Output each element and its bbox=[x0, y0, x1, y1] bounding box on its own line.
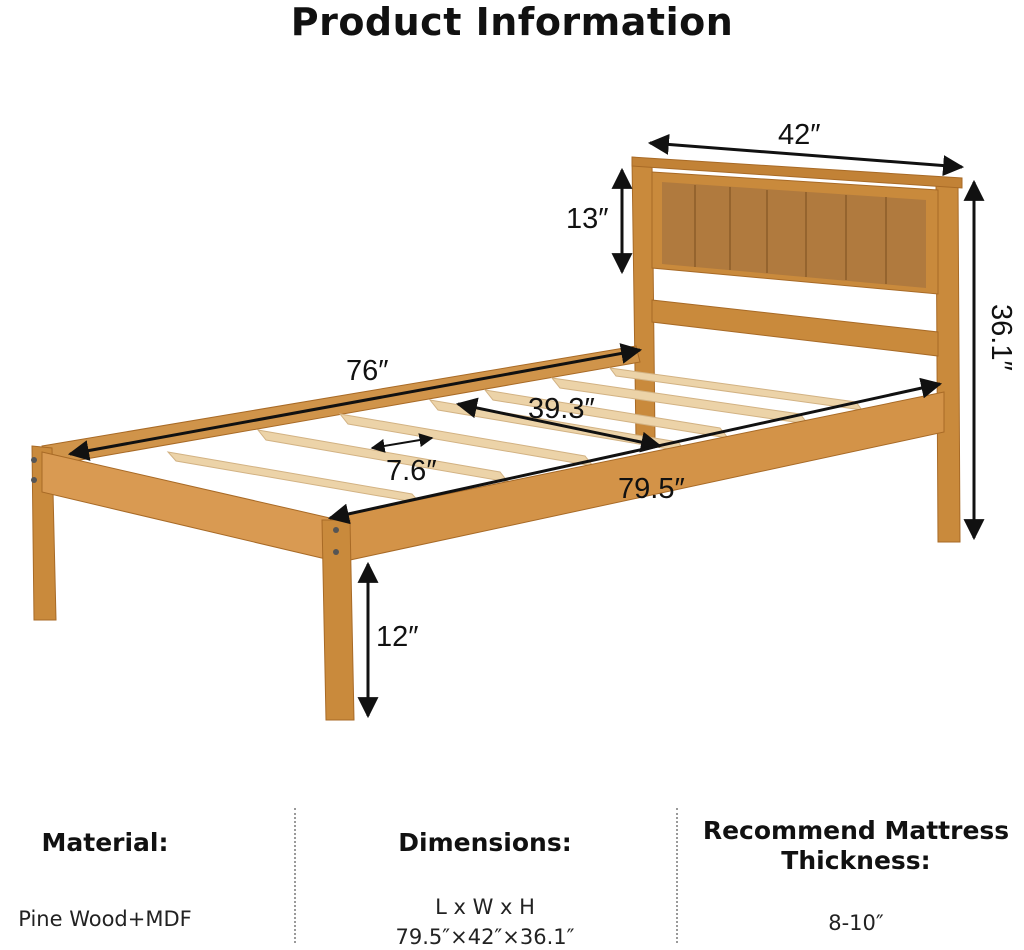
dimensions-value: 79.5″×42″×36.1″ bbox=[395, 925, 575, 949]
label-total-length: 79.5″ bbox=[618, 473, 685, 505]
page-title: Product Information bbox=[290, 0, 734, 44]
column-divider bbox=[294, 808, 296, 943]
arrow-slat-gap bbox=[370, 433, 434, 453]
dimensions-heading: Dimensions: bbox=[398, 828, 572, 857]
bolt-icon bbox=[31, 477, 37, 483]
label-total-height: 36.1″ bbox=[985, 304, 1017, 371]
label-inner-width: 39.3″ bbox=[528, 393, 595, 425]
mattress-heading-line1: Recommend Mattress bbox=[702, 816, 1010, 845]
dimensions-axes: L x W x H bbox=[435, 895, 535, 919]
foot-rail bbox=[41, 451, 331, 561]
bolt-icon bbox=[333, 549, 339, 555]
headboard-panel-grooves bbox=[694, 185, 887, 284]
mattress-heading-line2: Thickness: bbox=[781, 846, 931, 875]
mattress-value: 8-10″ bbox=[828, 911, 884, 935]
arrow-total-length bbox=[327, 377, 943, 525]
material-heading: Material: bbox=[41, 828, 169, 857]
bed-frame-illustration: 42″ 13″ 36.1″ 76″ 39.3″ 7.6″ 79.5″ 12″ bbox=[31, 119, 1017, 721]
headboard-post-right bbox=[935, 179, 961, 543]
headboard-lower-rail bbox=[651, 299, 939, 357]
label-headboard-width: 42″ bbox=[778, 119, 821, 151]
material-value: Pine Wood+MDF bbox=[18, 907, 192, 931]
label-inner-length: 76″ bbox=[346, 355, 389, 387]
label-panel-height: 13″ bbox=[566, 203, 609, 235]
arrow-headboard-width bbox=[647, 133, 965, 177]
column-divider bbox=[676, 808, 678, 943]
bolt-icon bbox=[333, 527, 339, 533]
bolt-icon bbox=[31, 457, 37, 463]
label-slat-gap: 7.6″ bbox=[386, 455, 437, 487]
label-leg-clearance: 12″ bbox=[376, 621, 419, 653]
headboard-panel-inset bbox=[662, 182, 926, 288]
